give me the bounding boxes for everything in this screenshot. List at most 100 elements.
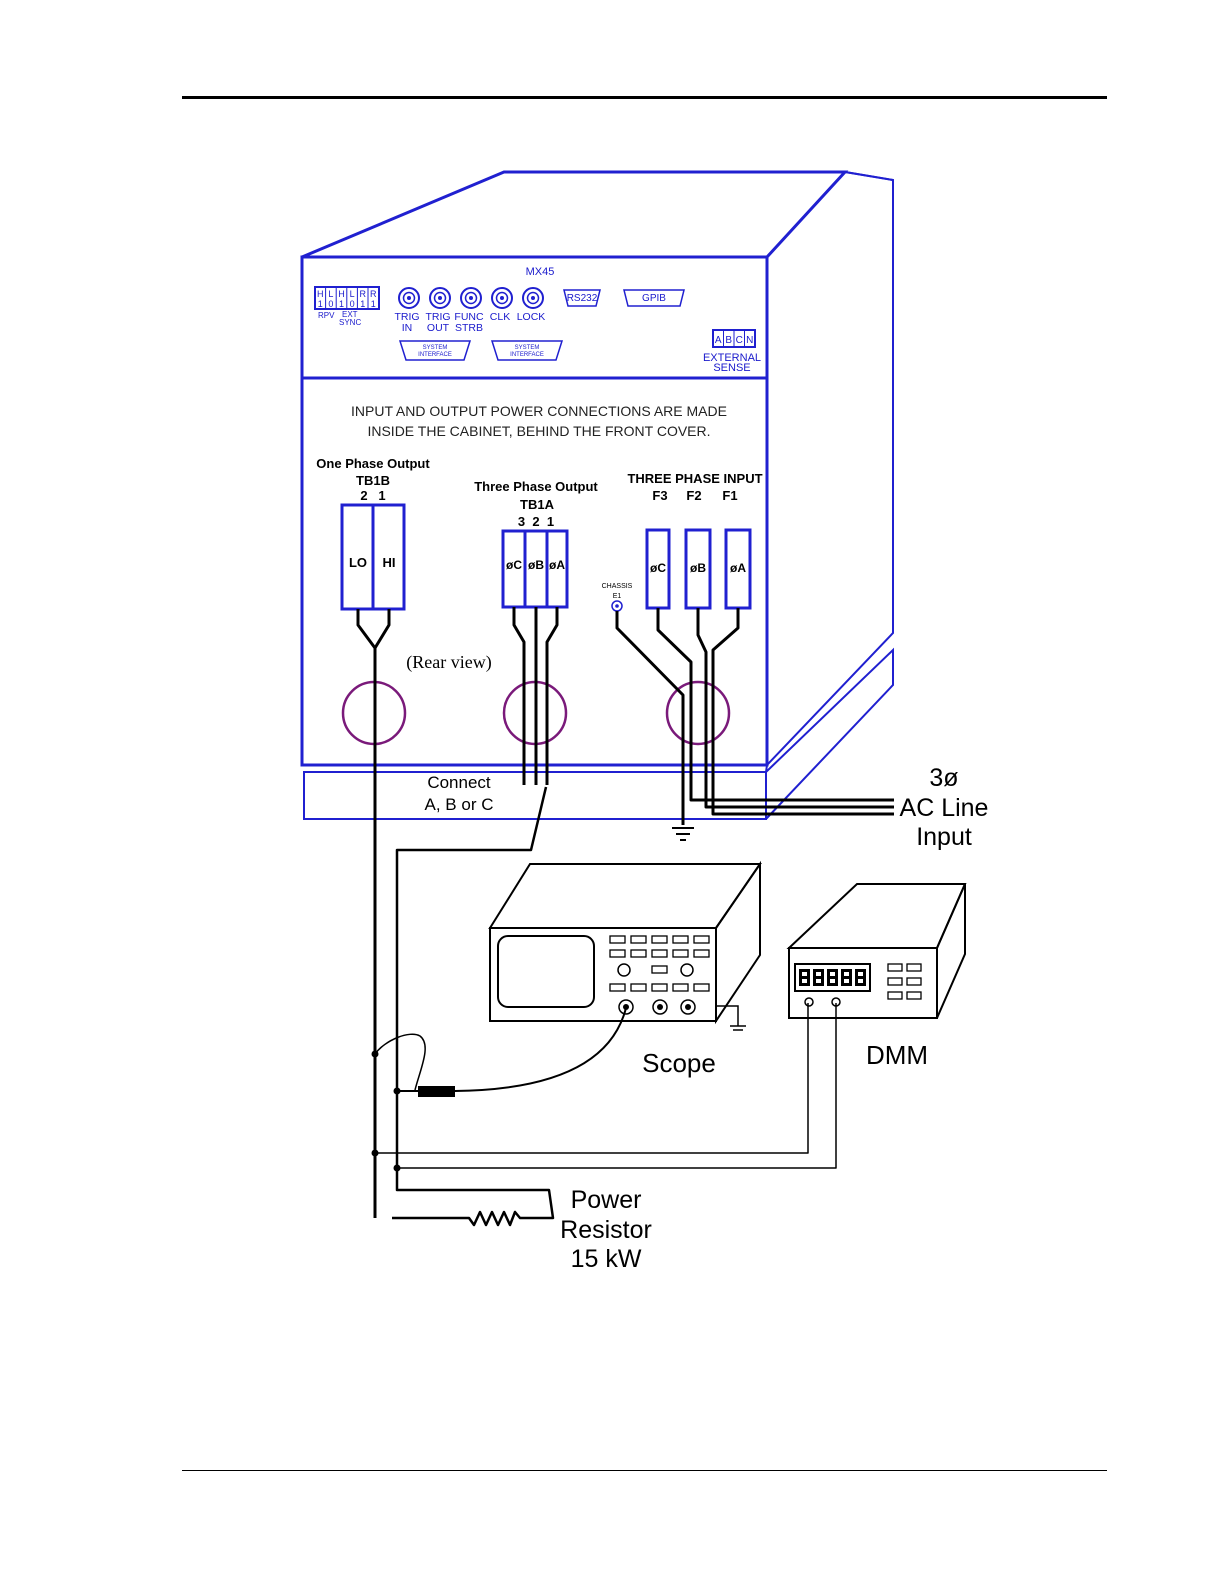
scope-knob	[680, 963, 694, 977]
dip-caption-rpv: RPV	[318, 311, 335, 320]
scope-probe	[418, 1086, 455, 1097]
three-phase-input-title: THREE PHASE INPUT	[627, 471, 762, 486]
junction-dot	[393, 1164, 401, 1172]
header-rule	[182, 96, 1107, 99]
system-interface-2-line2: INTERFACE	[510, 352, 544, 358]
dmm-digit-segment	[844, 972, 849, 976]
external-sense-line1: EXTERNAL	[703, 352, 761, 364]
sense-letter: B	[725, 335, 732, 346]
scope-input-jack	[652, 999, 668, 1015]
scope-button	[630, 983, 647, 992]
tb1b-terminal-block: LO HI	[340, 503, 406, 611]
oscilloscope	[488, 860, 762, 1031]
dmm-button	[906, 977, 922, 986]
bnc-label: TRIG	[425, 311, 450, 323]
external-sense-line2: SENSE	[713, 362, 750, 374]
connect-label-2: A, B or C	[425, 795, 494, 814]
system-interface-port-2[interactable]: SYSTEM INTERFACE	[490, 340, 564, 361]
dmm-button	[906, 963, 922, 972]
dip-label: R	[370, 289, 377, 299]
dmm-digit	[841, 969, 852, 986]
scope-input-jack-core	[657, 1004, 663, 1010]
dip-label: H	[338, 289, 345, 299]
rear-view-label: (Rear view)	[406, 652, 491, 673]
dmm-digit-segment	[830, 972, 835, 976]
resistor-label-3: 15 kW	[571, 1245, 642, 1273]
dmm-button	[906, 991, 922, 1000]
terminal-hi: HI	[383, 555, 396, 570]
scope-button	[672, 983, 689, 992]
dip-value: 1	[371, 299, 376, 309]
dmm-digit-segment	[816, 979, 821, 983]
dmm-digit	[827, 969, 838, 986]
tb1a-numbers: 3 2 1	[518, 514, 554, 529]
bnc-connector[interactable]: CLK	[490, 287, 513, 323]
scope-button	[693, 949, 710, 958]
model-label: MX45	[526, 266, 555, 278]
terminal-out-b: øB	[528, 558, 544, 572]
chassis-label: CHASSIS	[602, 583, 633, 590]
bnc-label: TRIG	[394, 311, 419, 323]
terminal-out-a: øA	[549, 558, 565, 572]
input-terminal-block: øC øB øA	[645, 528, 752, 610]
system-interface-2-line1: SYSTEM	[515, 345, 540, 351]
rs232-port[interactable]: RS232	[563, 289, 601, 307]
gpib-port[interactable]: GPIB	[623, 289, 685, 307]
dip-label: R	[359, 289, 366, 299]
tb1a-label: TB1A	[520, 497, 555, 512]
scope-label: Scope	[642, 1048, 716, 1078]
dmm-digit-segment	[816, 972, 821, 976]
dmm-digit	[855, 969, 866, 986]
dip-label: H	[317, 289, 324, 299]
scope-input-jack	[680, 999, 696, 1015]
dmm-button	[887, 977, 903, 986]
dmm-button	[887, 963, 903, 972]
tb1b-label: TB1B	[356, 473, 390, 488]
terminal-lo: LO	[349, 555, 367, 570]
dip-value: 1	[360, 299, 365, 309]
bnc-label: LOCK	[517, 311, 546, 323]
scope-button	[609, 935, 626, 944]
three-phase-output-title: Three Phase Output	[474, 479, 598, 494]
scope-controls	[609, 935, 710, 1015]
scope-button	[672, 949, 689, 958]
scope-button	[651, 983, 668, 992]
bnc-label-line2: STRB	[455, 322, 483, 334]
resistor-label-2: Resistor	[560, 1216, 652, 1244]
label-f1: F1	[722, 488, 737, 503]
bnc-label: CLK	[490, 311, 510, 323]
notice-line2: INSIDE THE CABINET, BEHIND THE FRONT COV…	[367, 423, 710, 439]
dip-value: 1	[339, 299, 344, 309]
tb1a-terminal-block: øC øB øA	[501, 529, 569, 609]
junction-dot	[393, 1087, 401, 1095]
dmm-controls	[799, 963, 922, 1007]
footer-rule	[182, 1470, 1107, 1471]
scope-button	[651, 965, 668, 974]
system-interface-port-1[interactable]: SYSTEM INTERFACE	[398, 340, 472, 361]
dip-caption-ext: EXT	[342, 310, 358, 319]
dmm-digit-segment	[802, 979, 807, 983]
scope-button	[693, 983, 710, 992]
system-interface-1-line1: SYSTEM	[423, 345, 448, 351]
scope-button	[609, 983, 626, 992]
terminal-out-c: øC	[506, 558, 522, 572]
terminal-in-c: øC	[650, 561, 666, 575]
gpib-label: GPIB	[642, 293, 666, 304]
label-f3: F3	[652, 488, 667, 503]
mx45-cabinet	[300, 170, 894, 820]
terminal-in-b: øB	[690, 561, 706, 575]
ac-line-label: AC Line	[900, 794, 989, 822]
ac-line-input-label: Input	[916, 823, 972, 851]
scope-input-jack-core	[685, 1004, 691, 1010]
dip-value: 0	[328, 299, 333, 309]
one-phase-title: One Phase Output	[316, 456, 430, 471]
bnc-connector[interactable]: LOCK	[517, 287, 546, 323]
